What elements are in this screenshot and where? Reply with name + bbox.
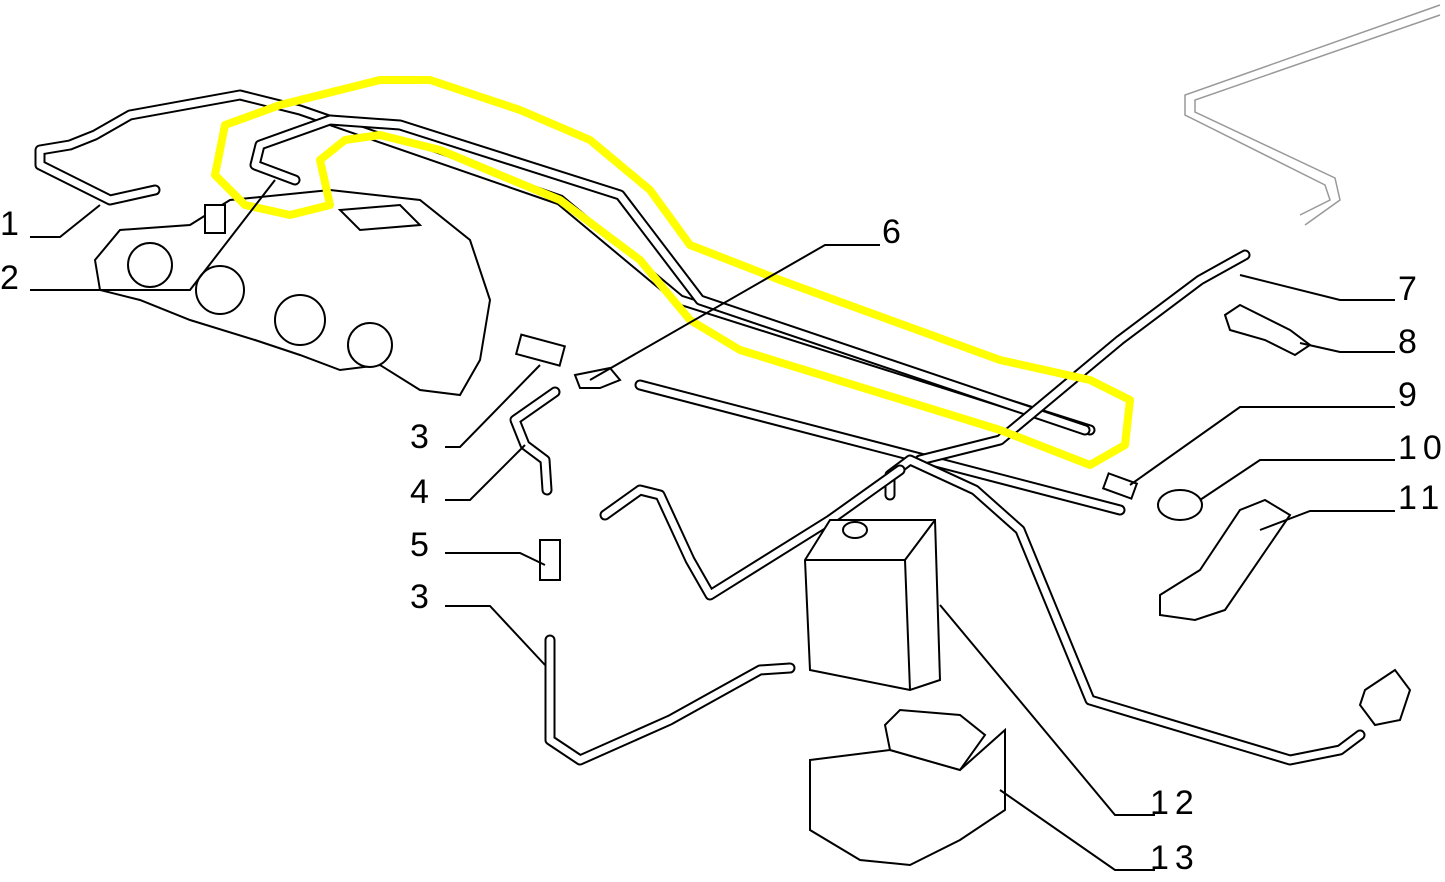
- callout-7: 7: [1398, 270, 1423, 308]
- callout-9: 9: [1398, 376, 1423, 414]
- callout-6: 6: [882, 213, 907, 251]
- callout-4: 4: [410, 473, 435, 511]
- callout-13: 13: [1150, 839, 1200, 877]
- callout-2: 2: [0, 259, 25, 297]
- intake-manifold: [93, 188, 492, 397]
- canister-bracket: [809, 708, 1006, 867]
- callout-1: 1: [0, 205, 25, 243]
- callout-12: 12: [1150, 784, 1200, 822]
- highlight-outline: [211, 76, 1134, 469]
- small-parts: [539, 303, 1412, 727]
- reference-pipe: [1184, 4, 1441, 226]
- callout-3b: 3: [410, 578, 435, 616]
- callout-5: 5: [410, 526, 435, 564]
- callout-11: 11: [1398, 479, 1445, 517]
- callout-3: 3: [410, 418, 435, 456]
- carbon-canister: [803, 519, 942, 692]
- callout-8: 8: [1398, 323, 1423, 361]
- callout-10: 10: [1398, 429, 1445, 467]
- leader-lines: [30, 179, 1395, 871]
